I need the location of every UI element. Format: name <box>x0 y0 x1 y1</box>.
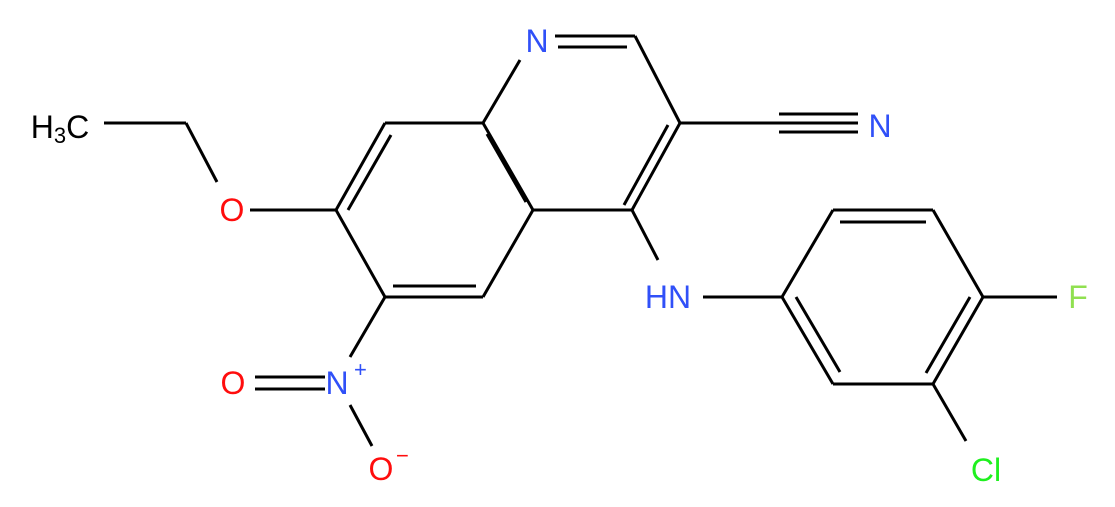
bond-c2-c3 <box>633 35 682 124</box>
bond-c3p-c4p <box>931 209 985 298</box>
bond-c8a-c4a-inner <box>485 133 528 203</box>
bond-c8-c7 <box>334 122 387 211</box>
bond-c5-c4a <box>481 209 535 298</box>
charge-plus: + <box>354 357 367 382</box>
atom-o-nitro-minus: O <box>369 451 394 487</box>
ch3-subscript: 3 <box>54 123 66 148</box>
bond-c4p-c5p <box>931 296 985 385</box>
bond-c4p-c5p-inner <box>924 296 972 374</box>
bond-c3-c4-inner <box>622 124 670 206</box>
bond-n1-c8a <box>481 59 522 124</box>
bond-n-o-minus <box>348 404 374 447</box>
atom-ch3: H3C <box>31 109 89 148</box>
bond-c1p-c2p <box>780 209 835 298</box>
atom-n-ring: N <box>525 23 548 59</box>
bond-c5p-cl <box>931 383 968 442</box>
atom-f: F <box>1068 279 1088 315</box>
ch3-main: H <box>31 109 54 145</box>
bond-c6p-c1p-inner <box>794 296 842 373</box>
bond-c6-n <box>348 296 387 358</box>
atom-cl: Cl <box>971 452 1001 488</box>
atom-o-ether: O <box>220 192 245 228</box>
bond-c3-c4 <box>630 122 682 211</box>
atom-labels: N N H3C O HN F N + O O − Cl <box>31 23 1088 488</box>
bond-c4a-c8a <box>481 122 535 211</box>
bonds <box>104 34 1057 447</box>
bond-c8-c7-inner <box>346 134 393 211</box>
ch3-tail: C <box>66 109 89 145</box>
bond-c6p-c1p <box>780 296 835 385</box>
atom-n-nitro: N <box>325 365 348 401</box>
atom-n-nitrile: N <box>868 108 891 144</box>
charge-minus: − <box>396 443 409 468</box>
bond-c7-c6 <box>334 209 387 298</box>
atom-o-nitro-double: O <box>221 365 246 401</box>
bond-o-ch2 <box>184 122 219 183</box>
atom-nh: HN <box>645 279 691 315</box>
bond-c4-nh <box>630 209 660 261</box>
